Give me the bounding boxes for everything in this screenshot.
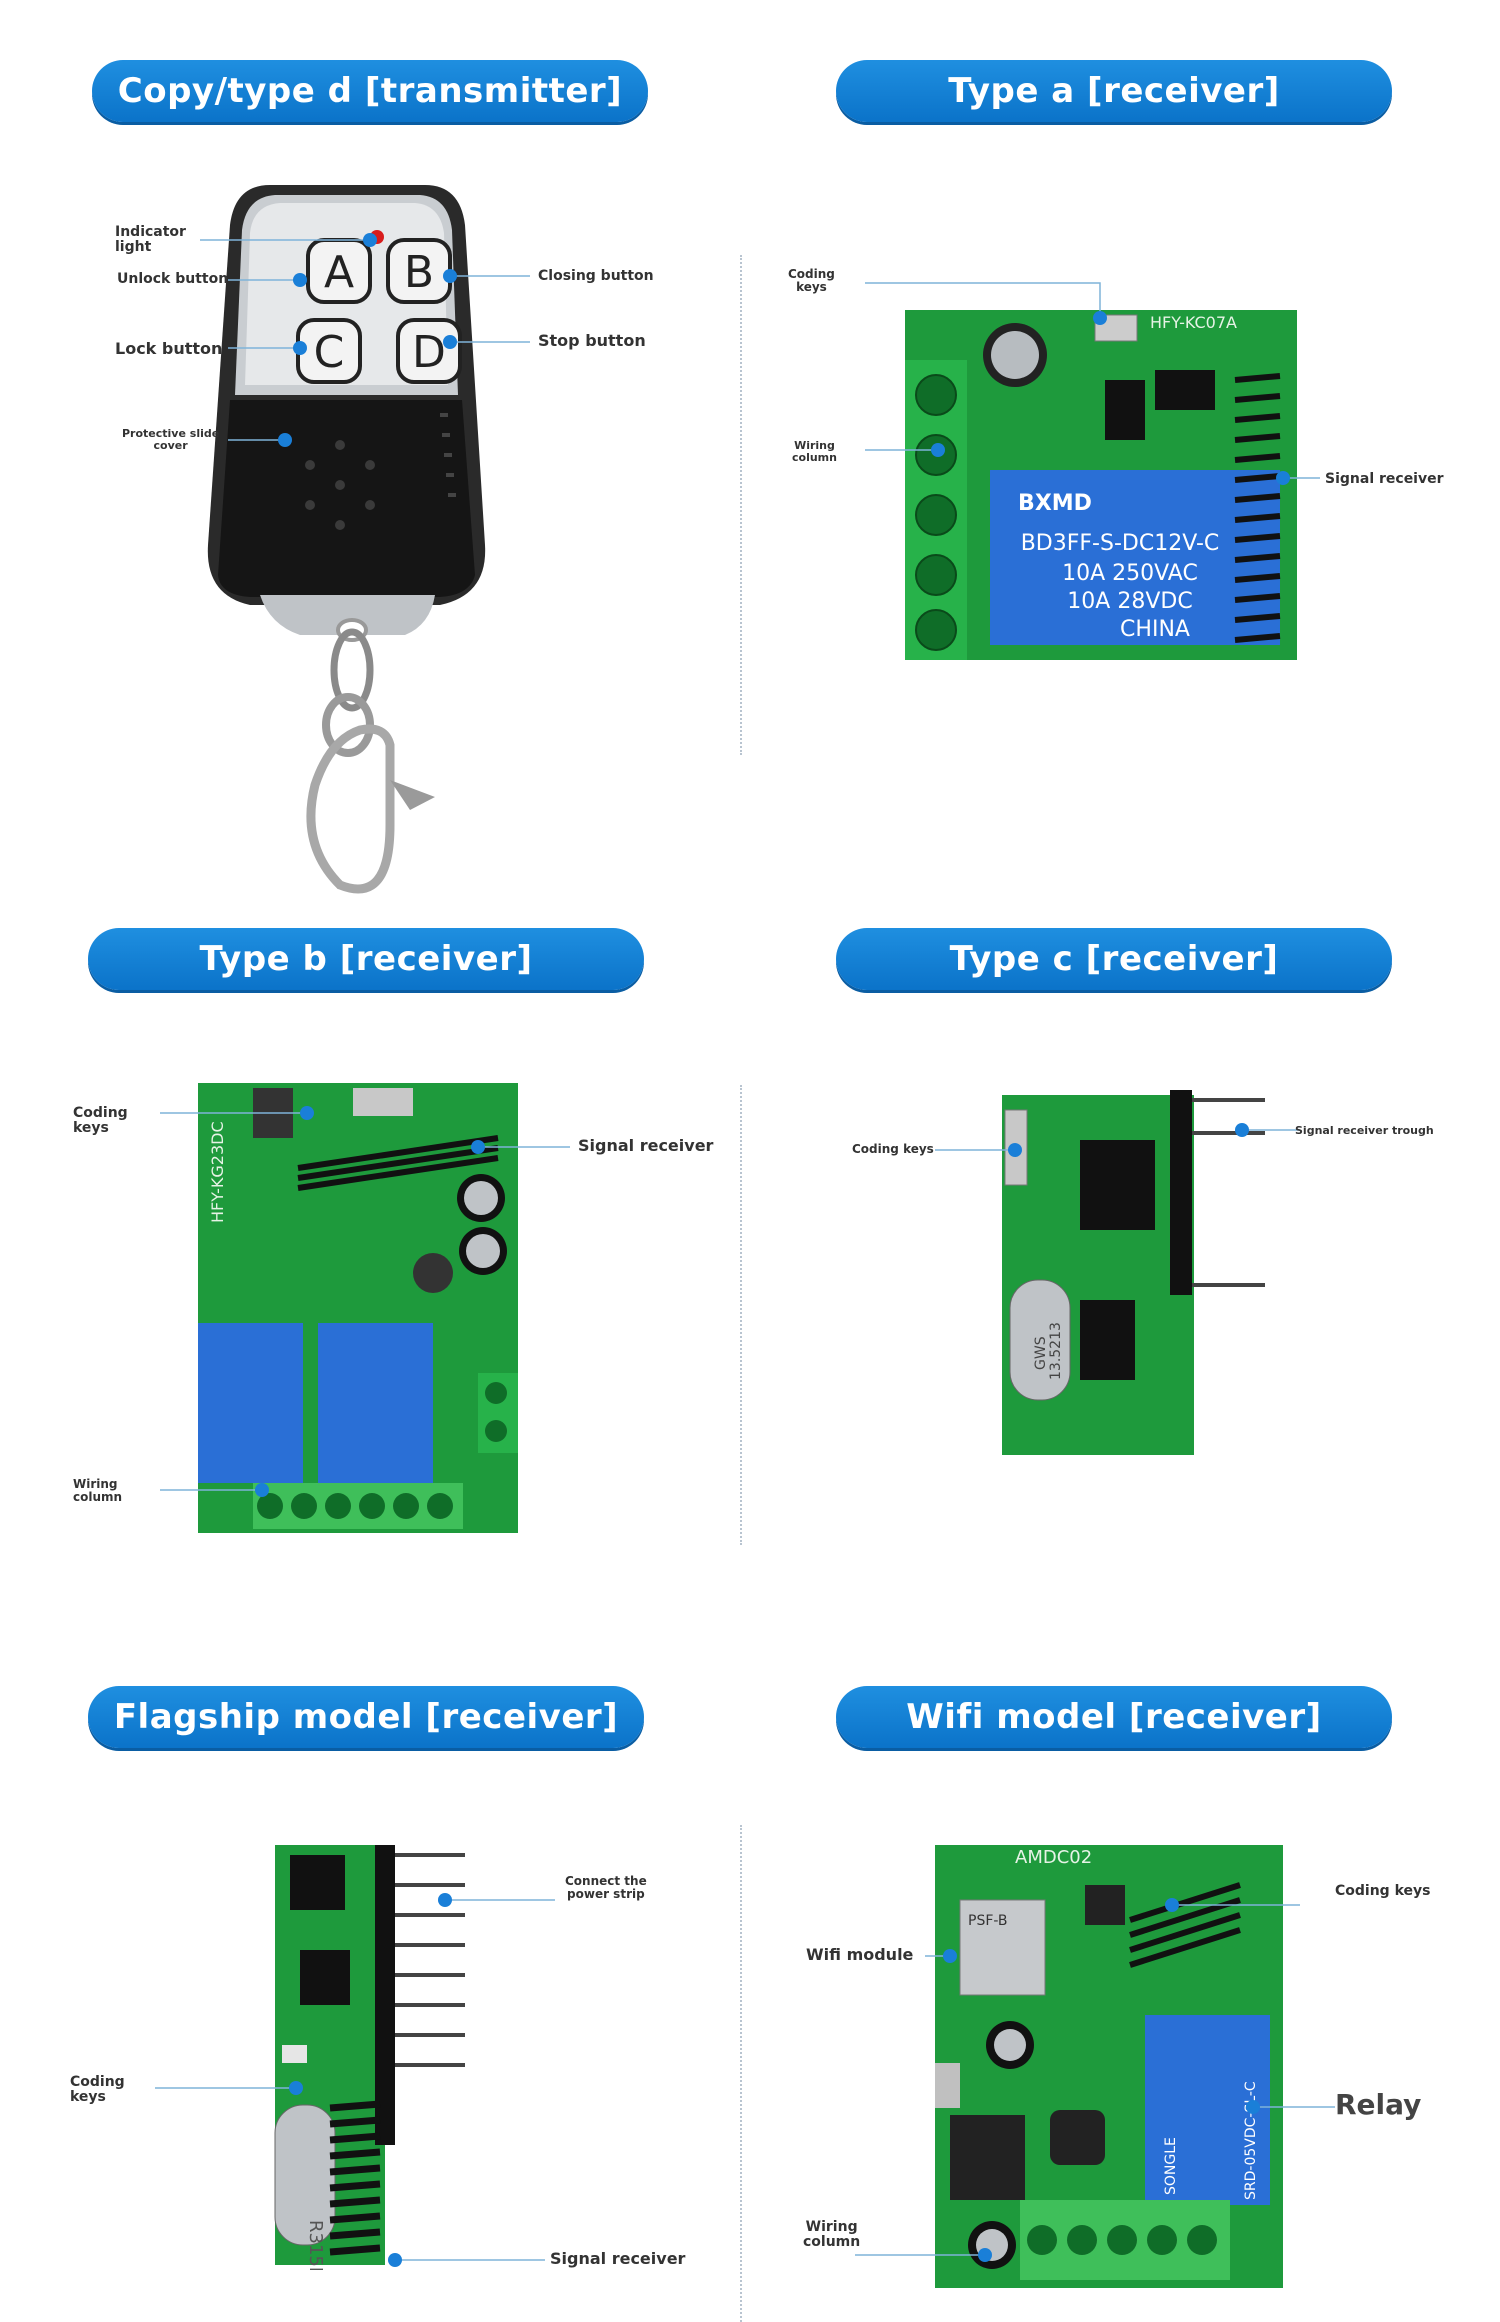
type-a-leaders: [865, 282, 1320, 485]
type-a-relay-model: BD3FF-S-DC12V-C: [1021, 531, 1220, 556]
type-a-relay-origin: CHINA: [1120, 617, 1190, 642]
type-a-relay-rating2: 10A 28VDC: [1067, 589, 1192, 614]
label-indicator-light: Indicator light: [115, 224, 186, 256]
type-b-label-signal-receiver: Signal receiver: [578, 1136, 714, 1155]
flagship-label-signal-receiver: Signal receiver: [550, 2249, 686, 2268]
type-c-label-coding-keys: Coding keys: [852, 1142, 934, 1156]
transmitter-leaders: [200, 233, 530, 447]
type-b-label-coding-keys: Coding keys: [73, 1105, 128, 1137]
flagship-board-illustration: R315M: [274, 1845, 465, 2270]
type-a-relay-rating1: 10A 250VAC: [1062, 561, 1198, 586]
divider-middle: [740, 1085, 742, 1545]
flagship-label-coding-keys: Coding keys: [70, 2074, 125, 2106]
label-protective-cover: Protective slide cover: [122, 427, 220, 453]
type-b-label-wiring-column: Wiring column: [73, 1477, 123, 1505]
label-lock-button: Lock button: [115, 339, 223, 358]
remote-transmitter-illustration: A B C D: [207, 185, 486, 894]
type-c-crystal-brand: GWS: [1033, 1336, 1049, 1370]
wifi-label-relay: Relay: [1335, 2088, 1422, 2121]
divider-bottom: [740, 1825, 742, 2322]
type-b-board-illustration: HFY-KG23DC: [198, 1083, 518, 1533]
type-c-crystal-freq: 13.5213: [1048, 1322, 1064, 1380]
wifi-leaders: [855, 1898, 1335, 2262]
type-b-title: Type b [receiver]: [88, 928, 644, 990]
type-a-pcb-label: HFY-KC07A: [1150, 313, 1237, 332]
type-a-brand: BXMD: [1018, 491, 1092, 516]
wifi-title: Wifi model [receiver]: [836, 1686, 1392, 1748]
type-a-title: Type a [receiver]: [836, 60, 1392, 122]
flagship-label-connect-power-strip: Connect the power strip: [565, 1874, 647, 1902]
type-c-label-signal-receiver-trough: Signal receiver trough: [1295, 1124, 1434, 1137]
wifi-pcb-label: AMDC02: [1015, 1847, 1092, 1868]
label-unlock-button: Unlock button: [117, 271, 229, 287]
label-stop-button: Stop button: [538, 331, 646, 350]
divider-top: [740, 255, 742, 755]
type-a-board-illustration: BXMD BD3FF-S-DC12V-C 10A 250VAC 10A 28VD…: [905, 310, 1297, 660]
wifi-label-wifi-module: Wifi module: [806, 1945, 914, 1964]
key-c: C: [314, 327, 345, 378]
type-b-leaders: [160, 1106, 570, 1497]
wifi-label-coding-keys: Coding keys: [1335, 1883, 1431, 1899]
type-c-title: Type c [receiver]: [836, 928, 1392, 990]
key-b: B: [404, 247, 434, 298]
flagship-leaders: [155, 1893, 555, 2267]
wifi-module-label: PSF-B: [968, 1913, 1008, 1929]
wifi-relay-brand: SONGLE: [1163, 2137, 1179, 2195]
label-closing-button: Closing button: [538, 268, 654, 284]
type-b-pcb-label: HFY-KG23DC: [208, 1121, 227, 1223]
wifi-label-wiring-column: Wiring column: [803, 2219, 861, 2251]
key-a: A: [324, 247, 354, 298]
type-c-leaders: [935, 1123, 1300, 1157]
type-a-label-signal-receiver: Signal receiver: [1325, 471, 1444, 487]
type-a-label-wiring-column: Wiring column: [792, 439, 837, 465]
flagship-crystal-label: R315M: [305, 2220, 326, 2270]
transmitter-title: Copy/type d [transmitter]: [92, 60, 648, 122]
wifi-board-illustration: AMDC02 PSF-B SONGLE SRD-05VDC-SL-C: [935, 1845, 1283, 2288]
flagship-title: Flagship model [receiver]: [88, 1686, 644, 1748]
type-c-board-illustration: GWS 13.5213: [1002, 1090, 1265, 1455]
key-d: D: [412, 327, 446, 378]
type-a-label-coding-keys: Coding keys: [788, 267, 835, 295]
